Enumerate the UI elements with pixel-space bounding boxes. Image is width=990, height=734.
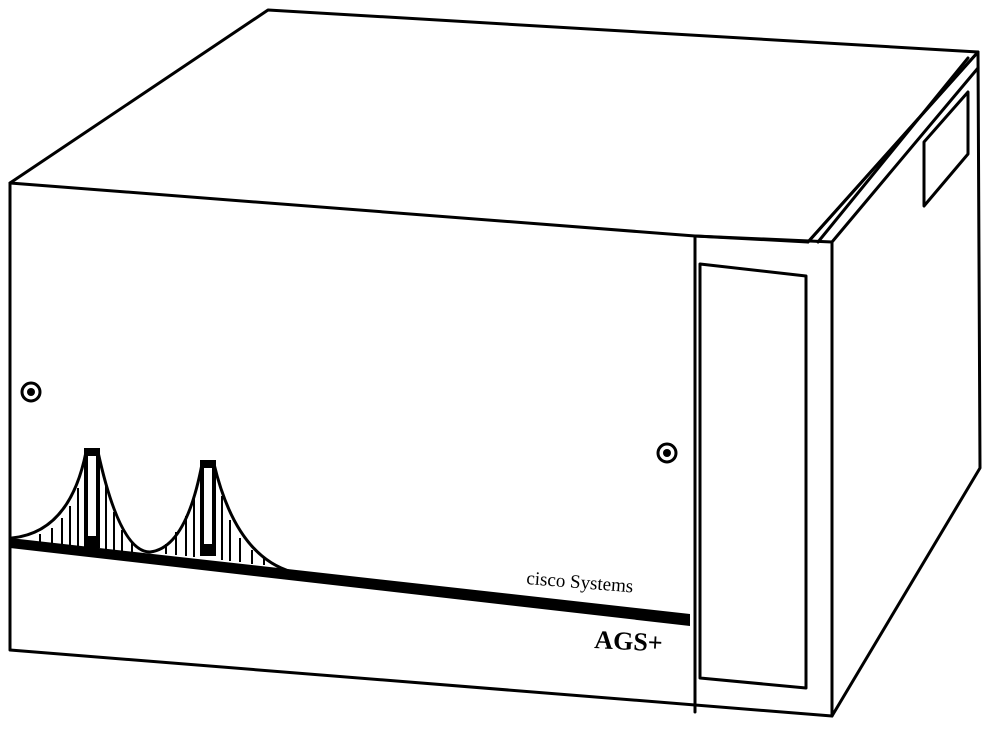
side-vent-panel — [922, 90, 970, 208]
left-screw-icon — [20, 381, 42, 403]
chassis-top-rear-edge — [816, 56, 970, 244]
brand-label: cisco Systems — [526, 568, 634, 597]
chassis-side-top-edge — [830, 66, 980, 244]
chassis-top-face — [8, 8, 980, 244]
model-label: AGS+ — [594, 625, 664, 658]
right-screw-icon — [656, 442, 678, 464]
chassis-front-face — [8, 181, 834, 718]
chassis-side-face — [806, 50, 982, 718]
slot-bay — [698, 262, 808, 690]
bridge-logo-icon — [10, 448, 690, 626]
